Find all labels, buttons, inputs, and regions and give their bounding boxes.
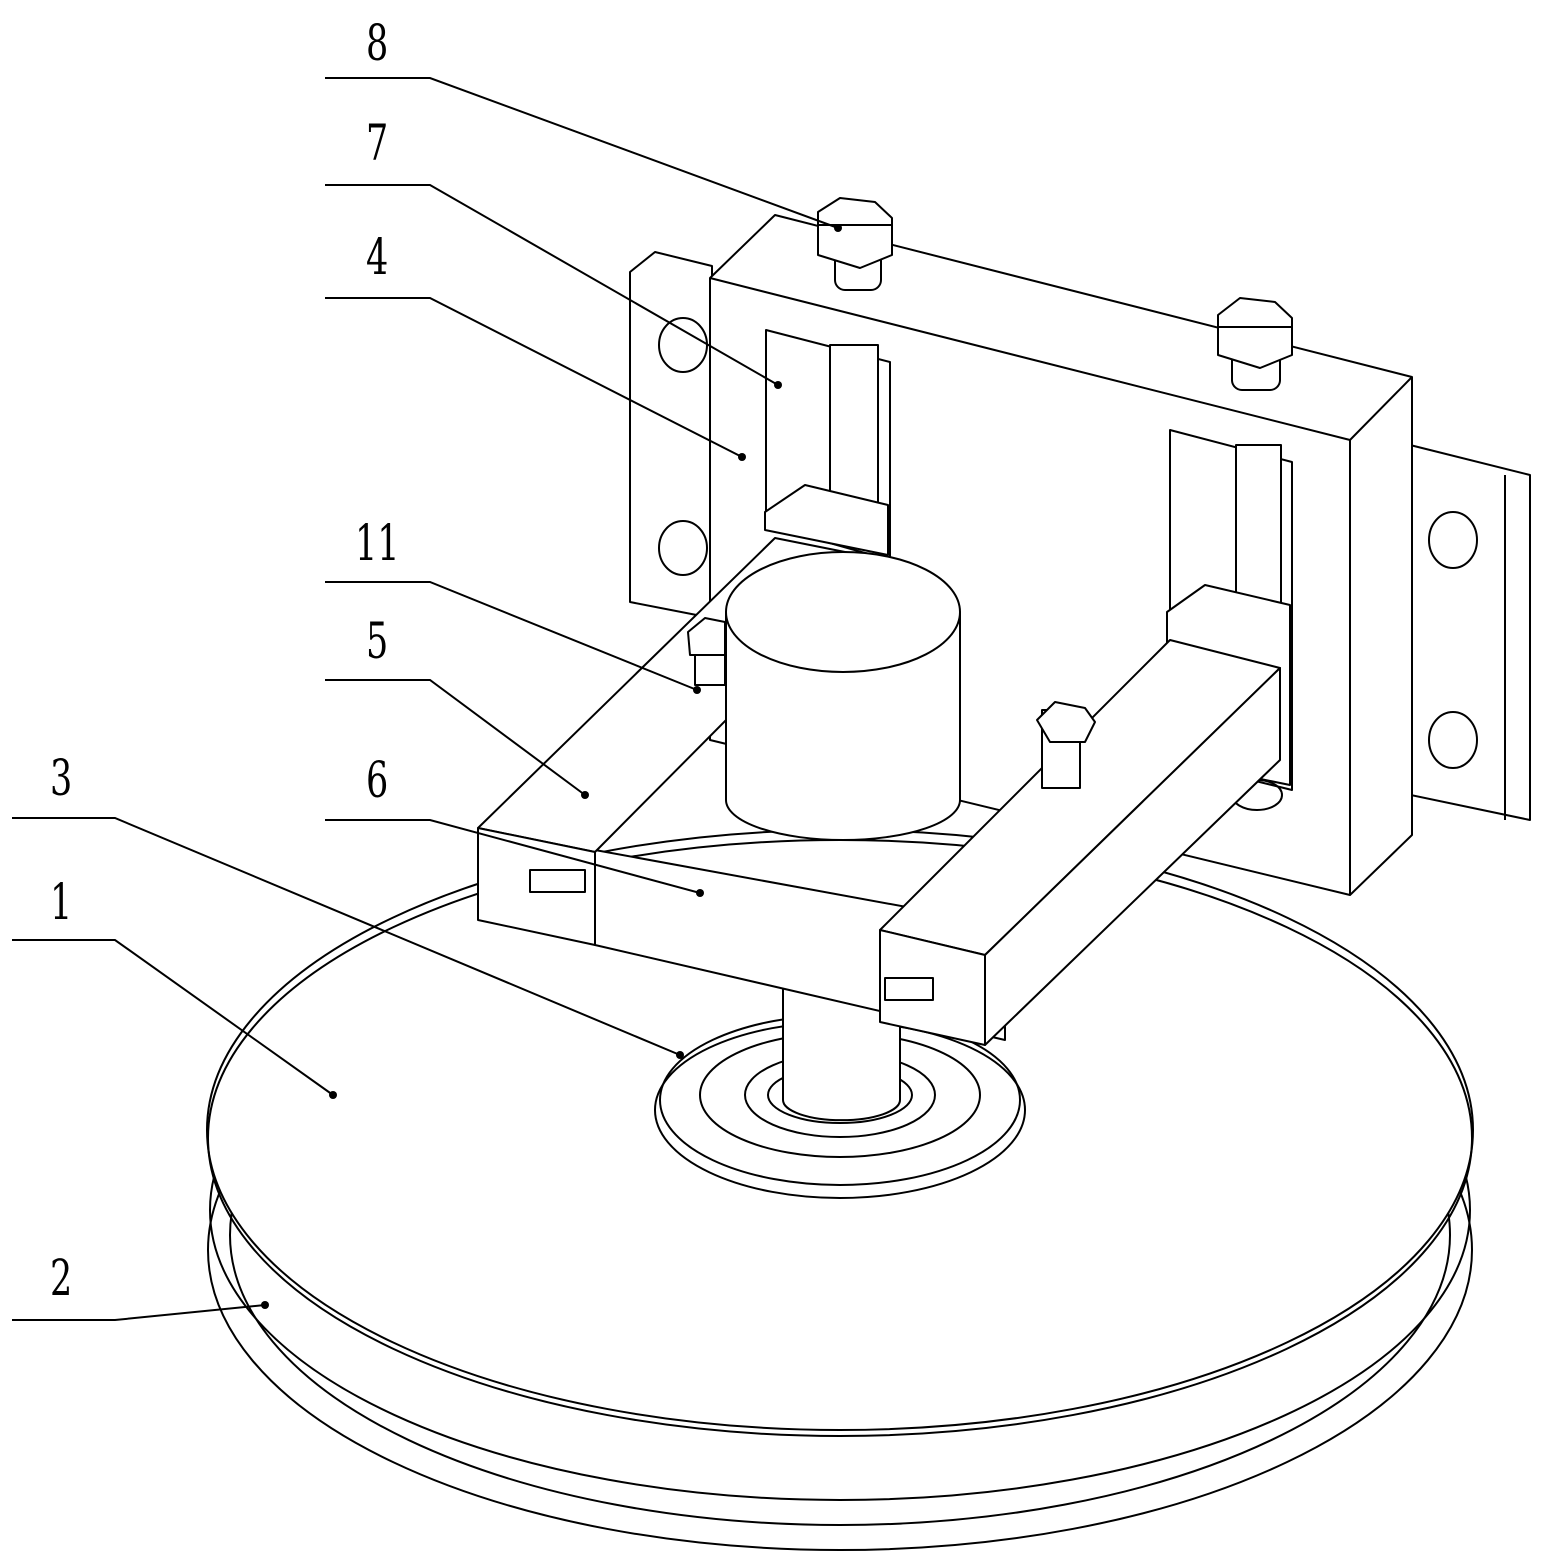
label-1: 1 — [50, 877, 72, 927]
label-6: 6 — [366, 755, 388, 805]
label-3: 3 — [50, 753, 72, 803]
label-4: 4 — [366, 232, 388, 282]
label-11: 11 — [355, 518, 400, 568]
motor — [726, 552, 960, 840]
label-8: 8 — [366, 18, 388, 68]
label-2: 2 — [50, 1253, 72, 1303]
label-7: 7 — [366, 118, 388, 168]
label-5: 5 — [366, 616, 388, 666]
